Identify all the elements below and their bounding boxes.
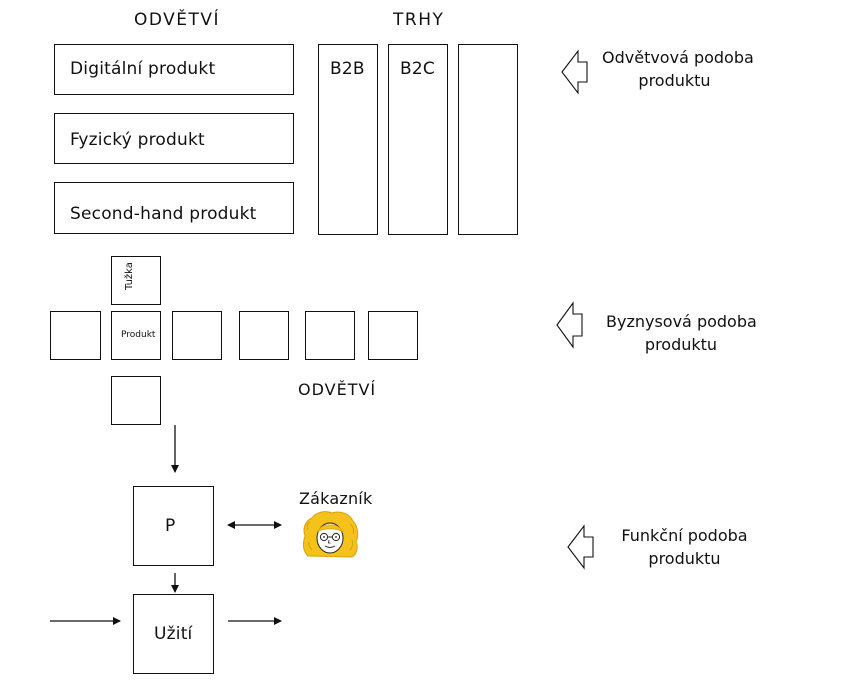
customer-avatar [302, 511, 359, 558]
industry-box-physical: Fyzický produkt [54, 113, 294, 164]
side-label-industry-form: Odvětvová podoba produktu [602, 46, 754, 92]
side-label-line: Byznysová podoba [606, 312, 757, 331]
odvetvi-heading: ODVĚTVÍ [134, 10, 221, 30]
industry-label: Second-hand produkt [70, 204, 257, 224]
left-arrow-icon [561, 49, 588, 95]
side-label-functional-form: Funkční podoba produktu [612, 524, 757, 570]
side-label-line: Funkční podoba [621, 526, 748, 545]
grid-cell [239, 311, 289, 360]
industry-box-secondhand: Second-hand produkt [54, 182, 294, 234]
grid-cell-tuzka: Tužka [111, 256, 161, 305]
left-arrow-icon [567, 524, 594, 570]
market-column-b2c: B2C [388, 44, 448, 235]
odvetvi-row-label: ODVĚTVÍ [298, 380, 377, 399]
grid-cell [305, 311, 355, 360]
side-label-line: produktu [638, 71, 711, 90]
market-label: B2B [330, 59, 365, 79]
grid-cell [172, 311, 222, 360]
grid-cell [368, 311, 418, 360]
side-label-line: produktu [648, 549, 721, 568]
p-box: P [133, 486, 214, 566]
side-label-line: Odvětvová podoba [602, 48, 754, 67]
customer-label: Zákazník [299, 489, 373, 508]
grid-cell [50, 311, 101, 360]
side-label-line: produktu [644, 335, 718, 354]
industry-label: Fyzický produkt [70, 130, 205, 150]
industry-label: Digitální produkt [70, 59, 216, 79]
p-label: P [165, 516, 176, 536]
grid-cell-produkt: Produkt [111, 311, 161, 360]
left-arrow-icon [556, 301, 583, 349]
produkt-label: Produkt [121, 330, 156, 340]
usage-box: Užití [133, 594, 214, 674]
trhy-heading: TRHY [393, 10, 445, 30]
usage-label: Užití [154, 624, 193, 644]
grid-cell [111, 376, 161, 425]
market-label: B2C [400, 59, 435, 79]
industry-box-digital: Digitální produkt [54, 44, 294, 95]
side-label-business-form: Byznysová podoba produktu [606, 310, 757, 356]
market-column-b2b: B2B [318, 44, 378, 235]
market-column-empty [458, 44, 518, 235]
